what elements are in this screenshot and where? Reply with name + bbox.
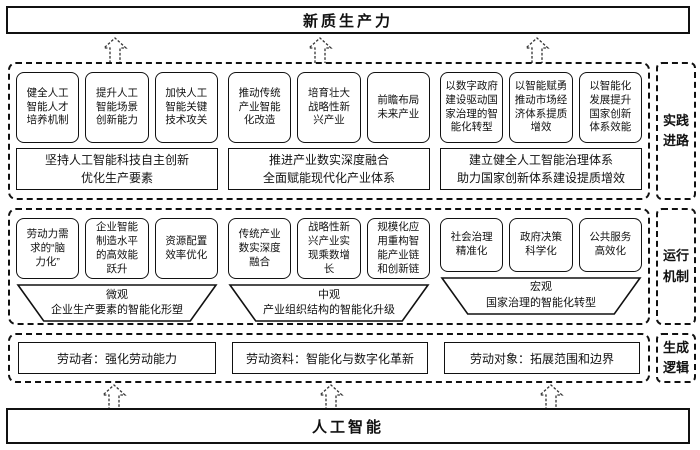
- mechanism-item: 规模化应 用重构智 能产业链 和创新链: [366, 218, 430, 280]
- mechanism-item: 公共服务 高效化: [578, 218, 642, 272]
- mechanism-trapezoid: 中观 产业组织结构的智能化升级: [228, 284, 430, 323]
- side-label-practice: 实践 进路: [656, 62, 696, 200]
- trapezoid-shape: [440, 277, 642, 315]
- side-label-logic: 生成 逻辑: [656, 333, 696, 383]
- logic-box-laborer: 劳动者：强化劳动能力: [18, 342, 216, 374]
- mechanism-scope: 中观: [318, 288, 340, 301]
- trapezoid-shape: [228, 284, 430, 323]
- up-arrow-icon: [102, 37, 128, 63]
- logic-box-objects: 劳动对象：拓展范围和边界: [444, 342, 640, 374]
- bottom-title-label: 人工智能: [311, 418, 384, 436]
- mechanism-item: 社会治理 精准化: [440, 218, 504, 272]
- practice-summary: 坚持人工智能科技自主创新 优化生产要素: [16, 148, 218, 190]
- up-arrow-icon: [524, 37, 550, 63]
- top-title-label: 新质生产力: [302, 12, 393, 30]
- practice-item: 以智能化 发展提升 国家创新 体系效能: [578, 72, 642, 143]
- mechanism-group-micro: 劳动力需 求的“脑 力化” 企业智能 制造水平 的高效能 跃升 资源配置 效率优…: [16, 218, 218, 323]
- mechanism-item: 企业智能 制造水平 的高效能 跃升: [85, 218, 149, 280]
- up-arrow-icon: [538, 384, 564, 410]
- mechanism-group-meso: 传统产业 数实深度 融合 战略性新 兴产业实 现乘数增 长 规模化应 用重构智 …: [228, 218, 430, 323]
- practice-band: 健全人工 智能人才 培养机制 提升人工 智能场景 创新能力 加快人工 智能关键 …: [8, 62, 650, 200]
- up-arrow-icon: [307, 37, 333, 63]
- logic-band: 劳动者：强化劳动能力 劳动资料：智能化与数字化革新 劳动对象：拓展范围和边界: [8, 333, 650, 383]
- up-arrow-icon: [101, 384, 127, 410]
- side-label-mechanism: 运行 机制: [656, 208, 696, 325]
- mechanism-summary: 企业生产要素的智能化形塑: [51, 304, 183, 317]
- mechanism-summary: 产业组织结构的智能化升级: [263, 304, 395, 317]
- mechanism-item: 劳动力需 求的“脑 力化”: [16, 218, 80, 280]
- practice-item: 以智能赋勇 推动市场经 济体系提质 增效: [509, 72, 573, 143]
- practice-item: 前瞻布局 未来产业: [366, 72, 430, 143]
- practice-group-factors: 健全人工 智能人才 培养机制 提升人工 智能场景 创新能力 加快人工 智能关键 …: [16, 72, 218, 190]
- trapezoid-shape: [16, 284, 218, 323]
- practice-item: 健全人工 智能人才 培养机制: [16, 72, 80, 143]
- practice-group-industry: 推动传统 产业智能 化改造 培育壮大 战略性新 兴产业 前瞻布局 未来产业 推进…: [228, 72, 430, 190]
- mechanism-trapezoid: 微观 企业生产要素的智能化形塑: [16, 284, 218, 323]
- practice-group-governance: 以数字政府 建设驱动国 家治理的智 能化转型 以智能赋勇 推动市场经 济体系提质…: [440, 72, 642, 190]
- mechanism-item: 传统产业 数实深度 融合: [228, 218, 292, 280]
- up-arrow-icon: [318, 384, 344, 410]
- bottom-title-box: 人工智能: [6, 408, 690, 444]
- mechanism-band: 劳动力需 求的“脑 力化” 企业智能 制造水平 的高效能 跃升 资源配置 效率优…: [8, 208, 650, 325]
- mechanism-trapezoid: 宏观 国家治理的智能化转型: [440, 277, 642, 315]
- practice-summary: 建立健全人工智能治理体系 助力国家创新体系建设提质增效: [440, 148, 642, 190]
- mechanism-summary: 国家治理的智能化转型: [486, 297, 596, 309]
- practice-item: 加快人工 智能关键 技术攻关: [154, 72, 218, 143]
- mechanism-item: 资源配置 效率优化: [154, 218, 218, 280]
- top-title-box: 新质生产力: [6, 6, 690, 34]
- practice-item: 推动传统 产业智能 化改造: [228, 72, 292, 143]
- mechanism-scope: 宏观: [530, 281, 552, 294]
- practice-item: 培育壮大 战略性新 兴产业: [297, 72, 361, 143]
- mechanism-scope: 微观: [106, 288, 128, 301]
- mechanism-item: 政府决策 科学化: [509, 218, 573, 272]
- mechanism-group-macro: 社会治理 精准化 政府决策 科学化 公共服务 高效化 宏观 国家治理的智能化转型: [440, 218, 642, 315]
- practice-item: 提升人工 智能场景 创新能力: [85, 72, 149, 143]
- mechanism-item: 战略性新 兴产业实 现乘数增 长: [297, 218, 361, 280]
- practice-summary: 推进产业数实深度融合 全面赋能现代化产业体系: [228, 148, 430, 190]
- practice-item: 以数字政府 建设驱动国 家治理的智 能化转型: [440, 72, 504, 143]
- logic-box-means: 劳动资料：智能化与数字化革新: [232, 342, 428, 374]
